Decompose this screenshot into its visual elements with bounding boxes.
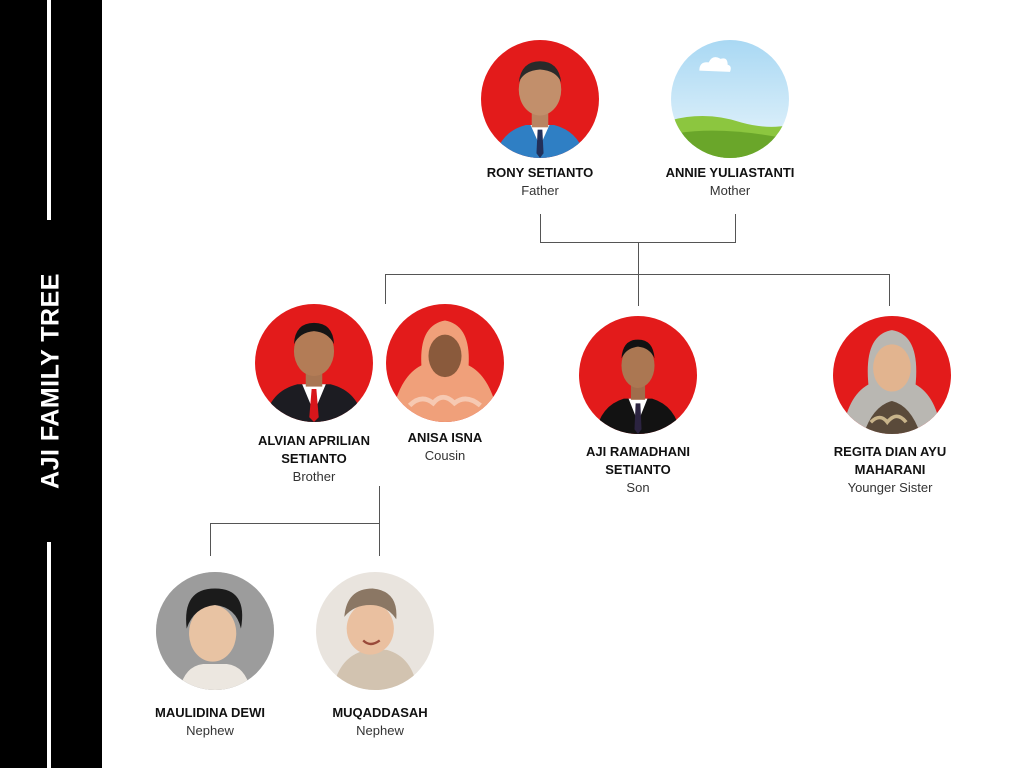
rony-photo [481,40,599,158]
rony-role: Father [521,183,559,198]
alvian-photo [255,304,373,422]
man-portrait-icon [481,40,599,158]
maulidina-photo [156,572,274,690]
landscape-placeholder-icon [671,40,789,158]
connector-to-aji [638,274,639,306]
connector-father-down [540,214,541,242]
anisa-photo [386,304,504,422]
regita-photo [833,316,951,434]
connector-to-regita [889,274,890,306]
connector-grandchildren-bar [210,523,380,524]
sidebar-divider-bottom [47,542,51,768]
muqaddasah-name: MUQADDASAH [332,705,428,720]
sidebar-divider-top [47,0,51,220]
regita-name: REGITA DIAN AYU MAHARANI [833,444,947,477]
woman-hijab-portrait-icon [386,304,504,422]
connector-to-maulidina [210,523,211,556]
page-title: AJI FAMILY TREE [36,273,65,489]
aji-role: Son [626,480,650,495]
rony-name: RONY SETIANTO [486,165,594,180]
annie-name: ANNIE YULIASTANTI [665,165,795,180]
aji-name: AJI RAMADHANI SETIANTO [586,444,690,477]
man-suit-portrait-icon [255,304,373,422]
alvian-role: Brother [292,469,336,484]
man-suit-portrait-icon [579,316,697,434]
connector-alvian-stem [379,486,380,556]
woman-hijab-portrait-icon [833,316,951,434]
maulidina-role: Nephew [186,723,234,738]
annie-role: Mother [709,183,751,198]
connector-children-bar [385,274,890,275]
sidebar: AJI FAMILY TREE [0,0,102,768]
connector-mother-down [735,214,736,242]
muqaddasah-photo [316,572,434,690]
alvian-name: ALVIAN APRILIAN SETIANTO [258,433,370,466]
anisa-role: Cousin [424,448,466,463]
connector-parents-stem [638,242,639,274]
aji-photo [579,316,697,434]
maulidina-name: MAULIDINA DEWI [154,705,265,720]
muqaddasah-role: Nephew [356,723,404,738]
baby-portrait-icon [316,572,434,690]
anisa-name: ANISA ISNA [407,430,483,445]
annie-photo [671,40,789,158]
connector-to-alvian-anisa [385,274,386,304]
regita-role: Younger Sister [847,480,933,495]
child-portrait-icon [156,572,274,690]
